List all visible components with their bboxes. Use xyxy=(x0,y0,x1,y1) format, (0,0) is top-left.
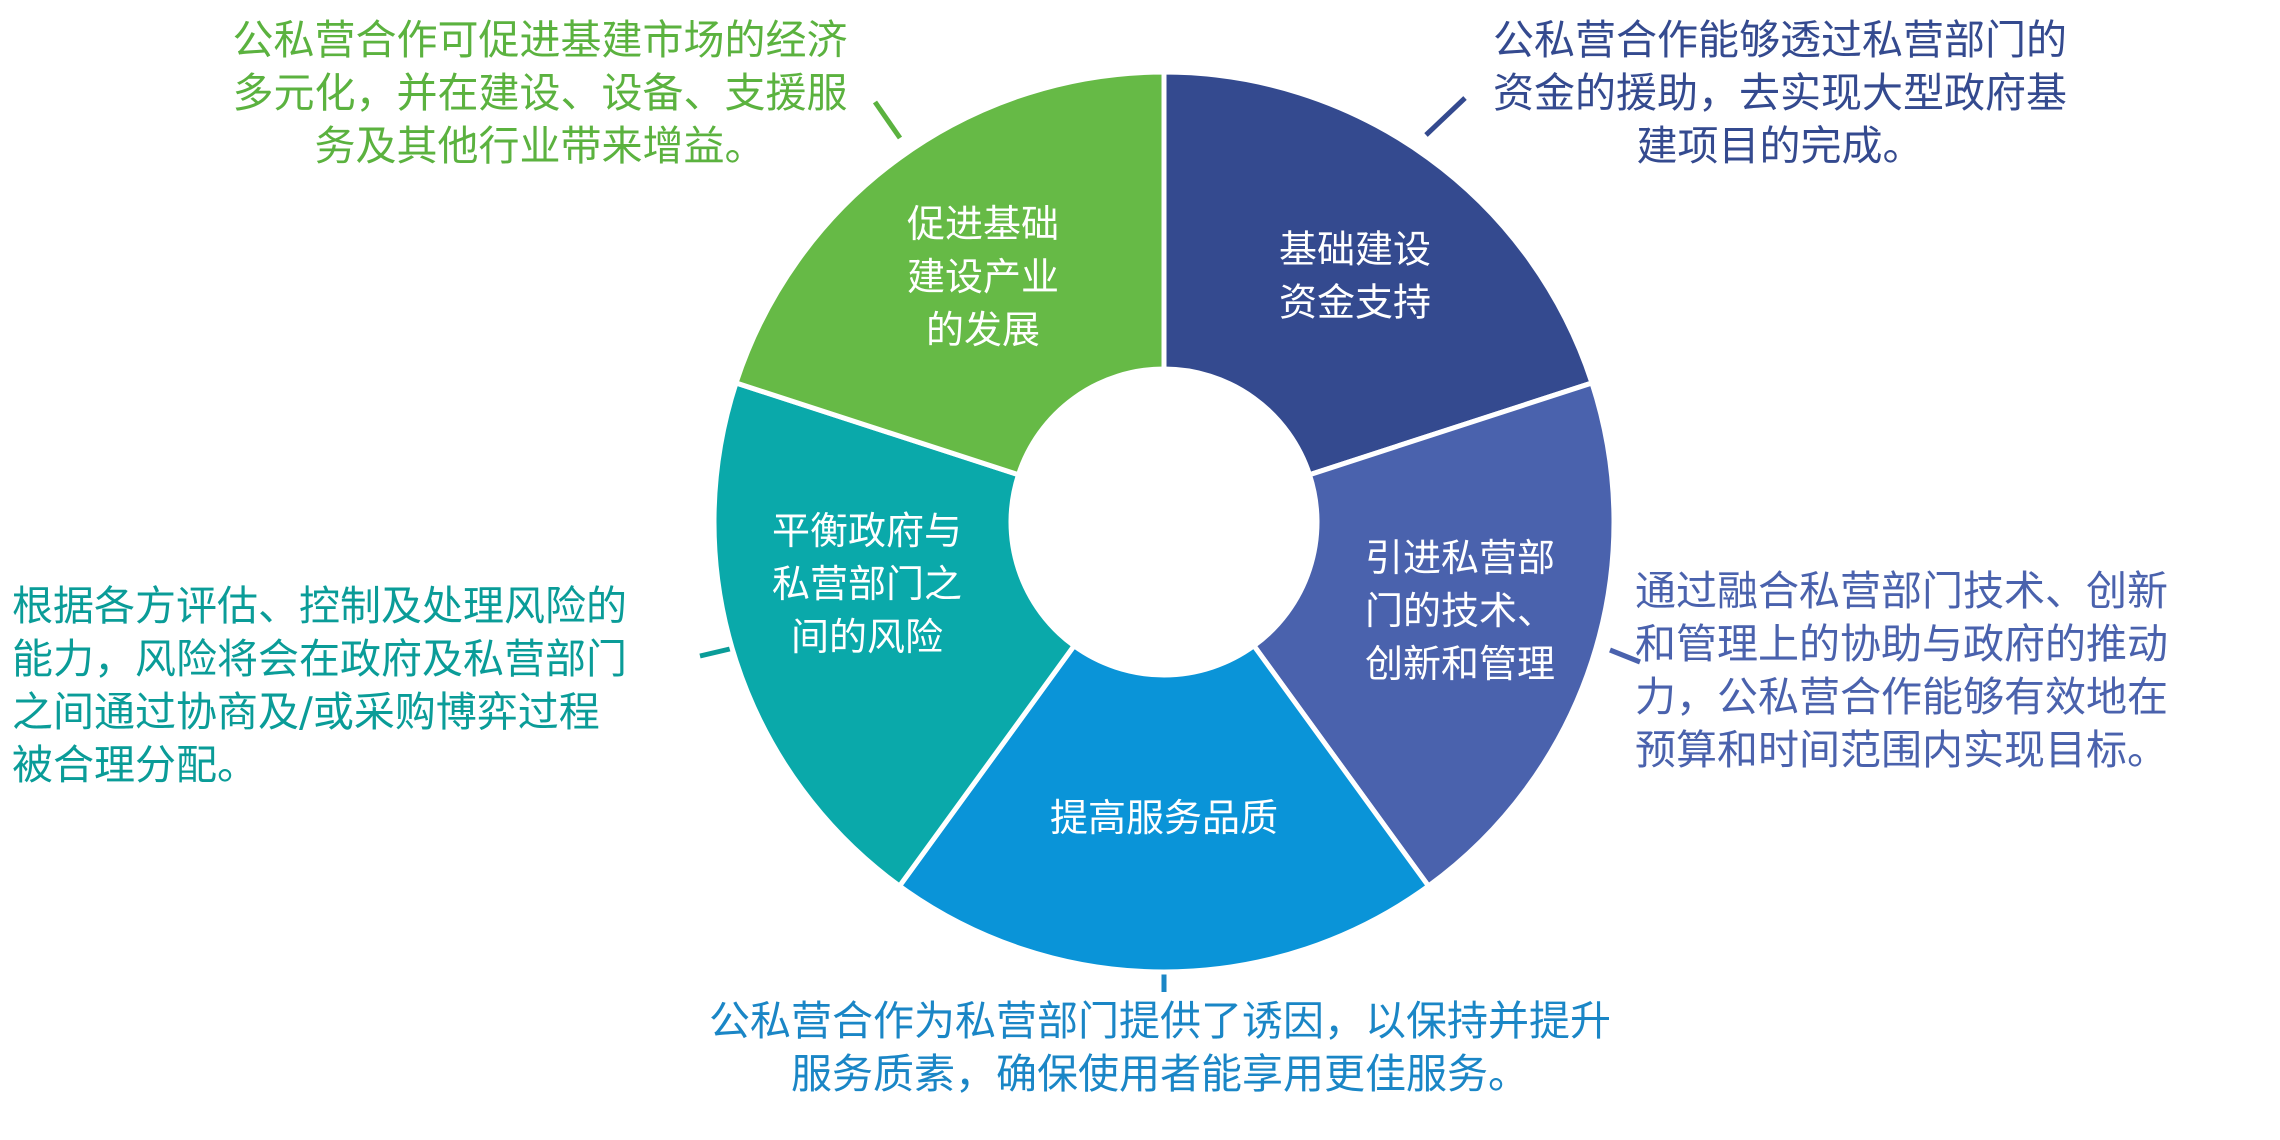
segment-label-service: 提高服务品质 xyxy=(1050,796,1278,840)
connector-risk xyxy=(699,645,735,659)
note-line: 公私营合作可促进基建市场的经济 xyxy=(232,16,848,64)
segment-label-line: 门的技术、 xyxy=(1365,589,1555,633)
connector-industry xyxy=(872,100,903,140)
segment-label-line: 平衡政府与 xyxy=(772,509,962,553)
note-line: 和管理上的协助与政府的推动 xyxy=(1635,620,2168,668)
segment-label-funding: 基础建设资金支持 xyxy=(1279,228,1431,325)
segment-label-line: 私营部门之 xyxy=(772,562,962,606)
note-line: 资金的援助，去实现大型政府基 xyxy=(1493,69,2067,117)
segment-label-line: 促进基础 xyxy=(907,202,1059,246)
connector-technology xyxy=(1609,647,1641,665)
note-line: 根据各方评估、控制及处理风险的 xyxy=(12,582,627,630)
note-risk-balance: 根据各方评估、控制及处理风险的 能力，风险将会在政府及私营部门 之间通过协商及/… xyxy=(12,580,692,792)
segment-label-line: 基础建设 xyxy=(1279,228,1431,272)
note-line: 公私营合作能够透过私营部门的 xyxy=(1493,16,2067,64)
note-line: 力，公私营合作能够有效地在 xyxy=(1635,673,2168,721)
note-industry-development: 公私营合作可促进基建市场的经济 多元化，并在建设、设备、支援服 务及其他行业带来… xyxy=(170,14,910,173)
segment-label-line: 的发展 xyxy=(926,308,1040,352)
note-line: 通过融合私营部门技术、创新 xyxy=(1635,567,2168,615)
note-line: 被合理分配。 xyxy=(12,741,258,789)
note-line: 多元化，并在建设、设备、支援服 xyxy=(232,69,848,117)
note-private-technology: 通过融合私营部门技术、创新 和管理上的协助与政府的推动 力，公私营合作能够有效地… xyxy=(1635,565,2275,777)
note-infrastructure-funding: 公私营合作能够透过私营部门的 资金的援助，去实现大型政府基 建项目的完成。 xyxy=(1410,14,2150,173)
segment-label-line: 间的风险 xyxy=(791,615,943,659)
segment-label-line: 创新和管理 xyxy=(1365,642,1555,686)
segment-label-line: 提高服务品质 xyxy=(1050,796,1278,840)
connector-funding xyxy=(1424,96,1467,137)
note-line: 务及其他行业带来增益。 xyxy=(314,122,766,170)
note-line: 服务质素，确保使用者能享用更佳服务。 xyxy=(791,1050,1529,1098)
segment-label-line: 资金支持 xyxy=(1279,281,1431,325)
note-line: 之间通过协商及/或采购博弈过程 xyxy=(12,688,600,736)
note-line: 能力，风险将会在政府及私营部门 xyxy=(12,635,627,683)
segment-label-line: 建设产业 xyxy=(907,255,1059,299)
segment-label-technology: 引进私营部门的技术、创新和管理 xyxy=(1365,536,1555,686)
note-service-quality: 公私营合作为私营部门提供了诱因，以保持并提升 服务质素，确保使用者能享用更佳服务… xyxy=(640,995,1680,1101)
ring-center xyxy=(1011,369,1317,675)
segment-label-line: 引进私营部 xyxy=(1365,536,1555,580)
note-line: 公私营合作为私营部门提供了诱因，以保持并提升 xyxy=(709,997,1611,1045)
segment-label-risk: 平衡政府与私营部门之间的风险 xyxy=(772,509,962,659)
note-line: 预算和时间范围内实现目标。 xyxy=(1635,726,2168,774)
segment-label-industry: 促进基础建设产业的发展 xyxy=(907,202,1059,352)
note-line: 建项目的完成。 xyxy=(1636,122,1924,170)
